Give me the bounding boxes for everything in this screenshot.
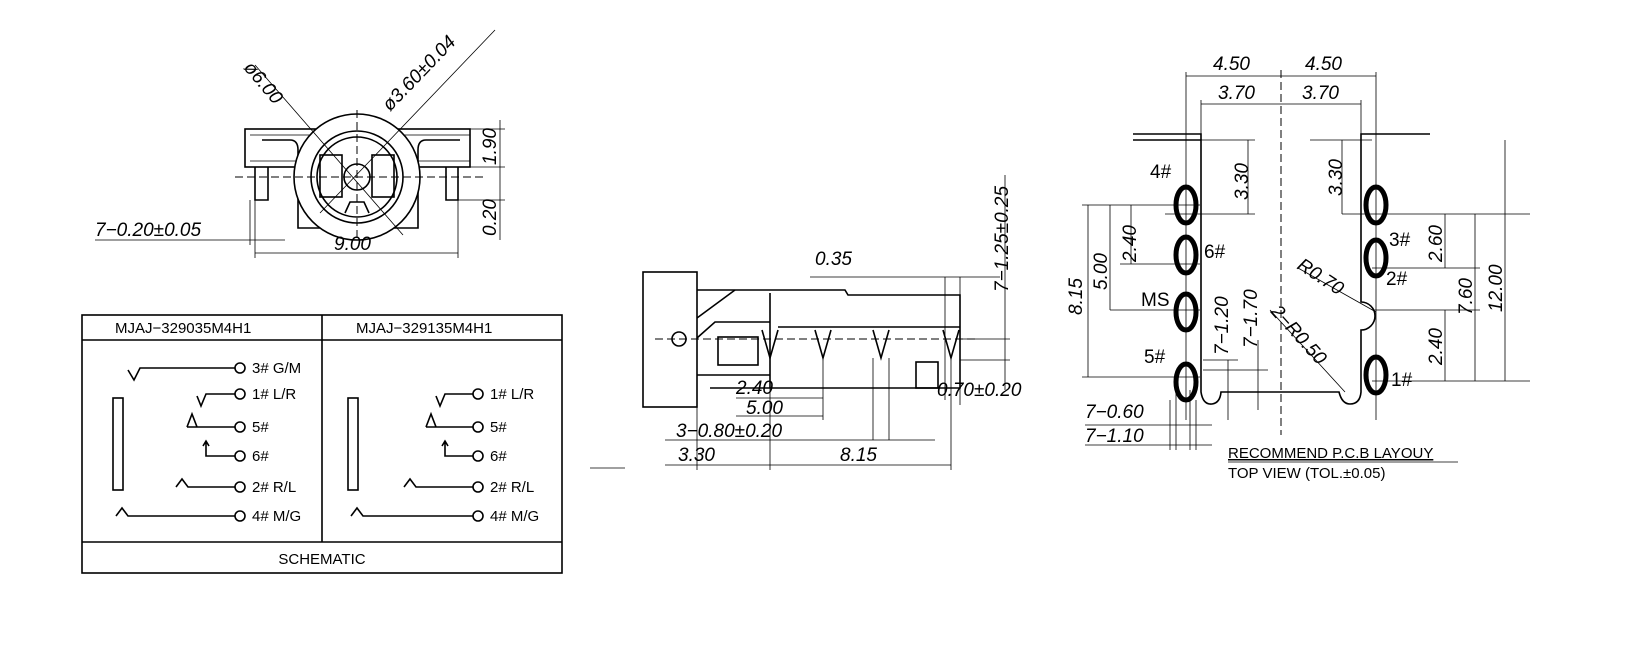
dim-slot-120: 7−1.20 (1212, 296, 1233, 355)
pin-label: 6# (490, 448, 507, 465)
pin-label: 5# (252, 419, 269, 436)
dim-760: 7.60 (1456, 278, 1477, 315)
dim-radius-050: 2−R0.50 (1266, 301, 1331, 370)
pins (761, 329, 960, 361)
pin-label: 1# L/R (490, 386, 534, 403)
plug-left (112, 397, 124, 491)
schematic-footer: SCHEMATIC (278, 551, 365, 568)
front-view: ø6.00 ø3.60±0.04 1.90 0.20 9.00 7−0.20±0… (95, 29, 505, 258)
dim-500: 5.00 (746, 398, 783, 419)
dim-width: 9.00 (334, 234, 371, 255)
pin-label: 4# M/G (252, 508, 301, 525)
latch (717, 336, 759, 366)
dim-370-right: 3.70 (1302, 83, 1339, 104)
dim-pin-width: 7−0.20±0.05 (95, 220, 201, 241)
pin-ms-label: MS (1141, 290, 1170, 311)
leader-outer-diameter (254, 64, 404, 236)
board-outline (1133, 133, 1430, 405)
dim-pad-110: 7−1.10 (1085, 426, 1144, 447)
dim-outer-diameter: ø6.00 (239, 58, 287, 109)
model-left: MJAJ−329035M4H1 (115, 320, 251, 337)
dim-330-left: 3.30 (1232, 163, 1253, 200)
side-view: 0.35 7−1.25±0.25 0.70±0.20 2.40 5.00 3−0… (590, 175, 1022, 470)
dim-450-left: 4.50 (1213, 54, 1250, 75)
dim-330-right: 3.30 (1326, 159, 1347, 196)
board-top-edge (1133, 133, 1202, 140)
dim-1200: 12.00 (1486, 264, 1507, 312)
dim-370-left: 3.70 (1218, 83, 1255, 104)
contact-right (371, 154, 395, 198)
pin-3-label: 3# (1389, 230, 1411, 251)
dim-pin-thickness: 0.70±0.20 (937, 380, 1022, 401)
side-pins (254, 167, 459, 201)
side-dim-lines (665, 175, 1010, 470)
dim-lines-height (458, 120, 505, 240)
dim-radius-070: R0.70 (1293, 255, 1347, 300)
dim-height-bottom: 0.20 (480, 199, 501, 236)
dim-height-top: 1.90 (480, 128, 501, 165)
contact-left (319, 154, 343, 198)
dim-815: 8.15 (840, 445, 877, 466)
body-taper (696, 289, 770, 339)
dim-bore-diameter: ø3.60±0.04 (378, 32, 460, 116)
pin-label: 6# (252, 448, 269, 465)
dim-330: 3.30 (678, 445, 715, 466)
terminals-right (472, 388, 484, 522)
pin-4-label: 4# (1150, 162, 1172, 183)
pin-label: 2# R/L (252, 479, 296, 496)
dim-pin-length: 7−1.25±0.25 (992, 186, 1013, 292)
dim-450-right: 4.50 (1305, 54, 1342, 75)
pcb-title: RECOMMEND P.C.B LAYOUY (1228, 445, 1433, 462)
body-inner (769, 293, 960, 388)
dim-035: 0.35 (815, 249, 852, 270)
clip (915, 361, 939, 389)
pin-label: 3# G/M (252, 360, 301, 377)
plug-right (347, 397, 359, 491)
pcb-subtitle: TOP VIEW (TOL.±0.05) (1228, 465, 1385, 482)
terminals-left (234, 362, 246, 522)
schematic-table: MJAJ−329035M4H1 MJAJ−329135M4H1 SCHEMATI… (81, 314, 563, 574)
pin-label: 5# (490, 419, 507, 436)
pin-label: 4# M/G (490, 508, 539, 525)
pin-6-label: 6# (1204, 242, 1226, 263)
dim-slot-170: 7−1.70 (1241, 289, 1262, 348)
pin-5-label: 5# (1144, 347, 1166, 368)
dim-pad-060: 7−0.60 (1085, 402, 1144, 423)
pin-label: 1# L/R (252, 386, 296, 403)
contacts-right (350, 393, 473, 517)
dim-post-dia: 3−0.80±0.20 (676, 421, 782, 442)
dim-240-left: 2.40 (1120, 225, 1141, 263)
pin-1-label: 1# (1391, 370, 1413, 391)
contacts-left (115, 367, 235, 517)
dim-240-right: 2.40 (1426, 328, 1447, 366)
model-right: MJAJ−329135M4H1 (356, 320, 492, 337)
leader-bore-diameter (319, 29, 496, 214)
dim-lines-width (95, 200, 459, 258)
table-grid (82, 315, 562, 543)
dim-815: 8.15 (1066, 278, 1087, 315)
dim-500: 5.00 (1091, 253, 1112, 290)
pin-label: 2# R/L (490, 479, 534, 496)
pin-2-label: 2# (1386, 269, 1408, 290)
pcb-dim-lines (1082, 72, 1530, 450)
dim-240: 2.40 (735, 378, 773, 399)
dim-260: 2.60 (1426, 225, 1447, 263)
pcb-layout: 4.50 4.50 3.70 3.70 3.30 3.30 4# 6# MS 5… (1066, 54, 1530, 482)
